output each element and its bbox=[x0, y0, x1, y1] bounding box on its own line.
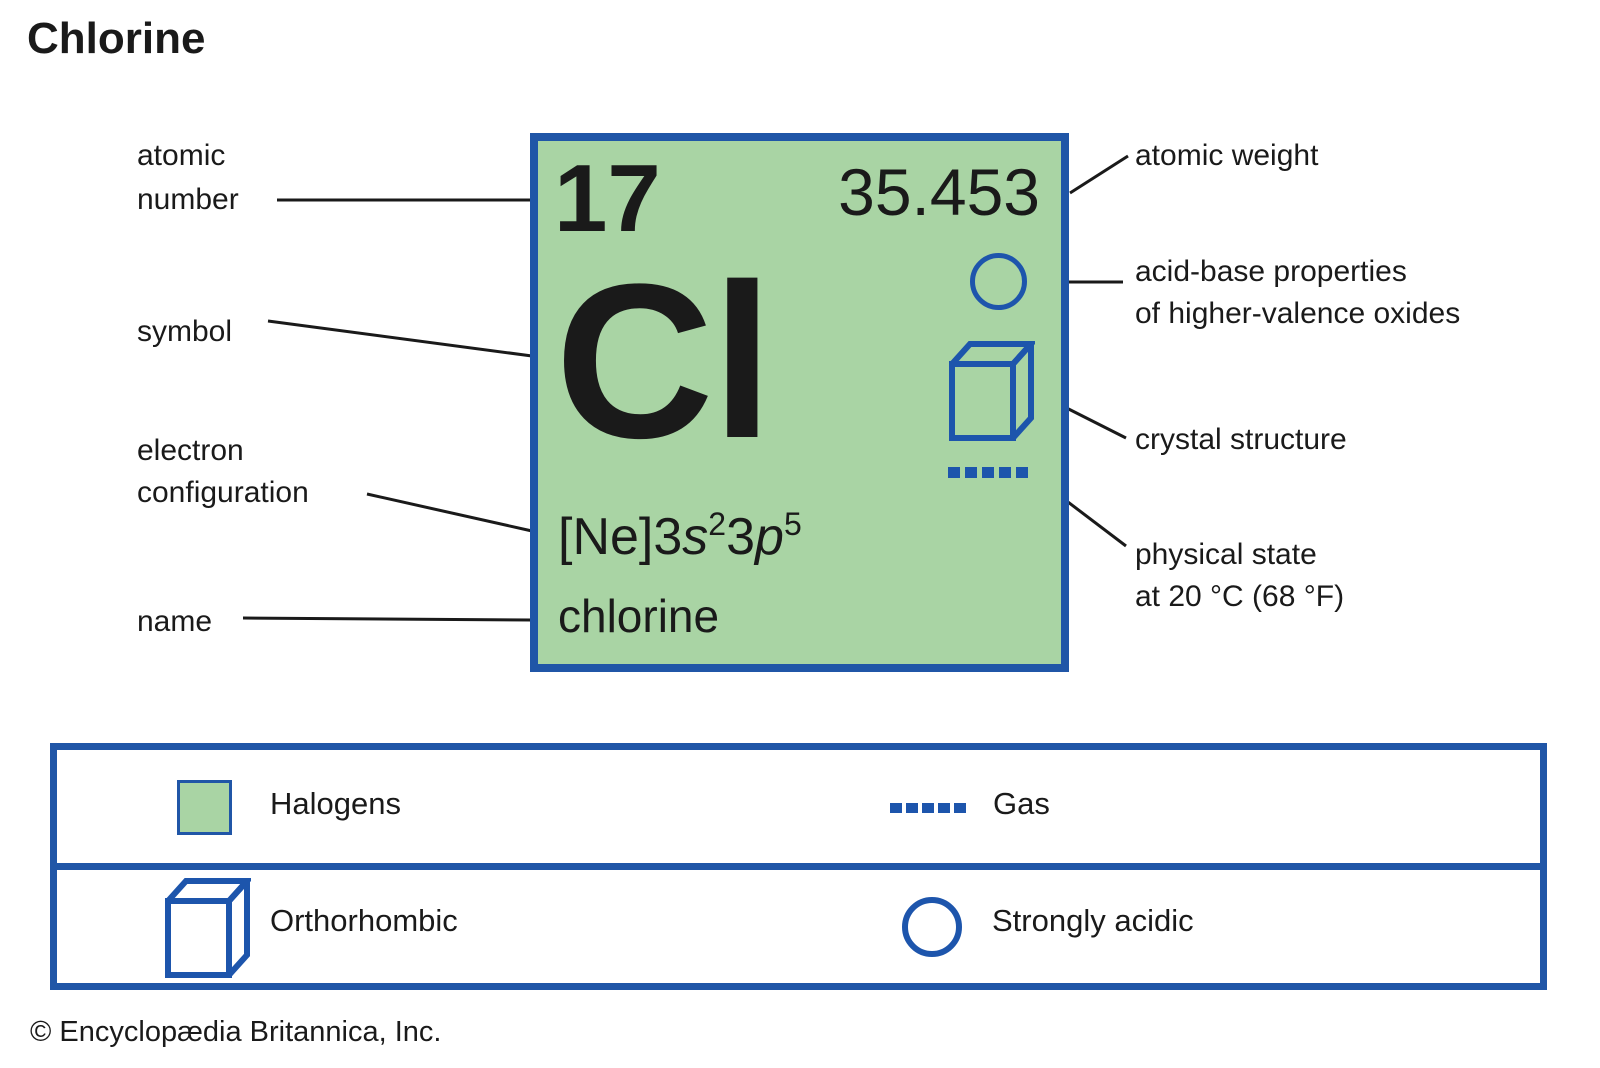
leader-line-symbol bbox=[267, 319, 533, 358]
legend-label-orthorhombic: Orthorhombic bbox=[270, 903, 458, 938]
callout-physical-state: physical state at 20 °C (68 °F) bbox=[1135, 538, 1345, 613]
leader-line-electron-configuration bbox=[366, 492, 533, 533]
leader-line-atomic-weight bbox=[1069, 154, 1129, 195]
copyright-text: © Encyclopædia Britannica, Inc. bbox=[30, 1016, 442, 1048]
atomic-weight-value: 35.453 bbox=[838, 155, 1040, 229]
legend-divider bbox=[56, 863, 1541, 870]
legend-label-strongly-acidic: Strongly acidic bbox=[992, 903, 1194, 938]
callout-atomic-weight: atomic weight bbox=[1135, 139, 1319, 172]
callout-name: name bbox=[137, 605, 213, 638]
orthorhombic-cube-icon bbox=[161, 873, 254, 983]
halogens-swatch-icon bbox=[177, 780, 232, 835]
page-title: Chlorine bbox=[27, 14, 206, 63]
acid-base-circle-icon bbox=[970, 253, 1027, 310]
callout-electron-configuration: electron configuration bbox=[137, 434, 309, 509]
legend-label-halogens: Halogens bbox=[270, 786, 401, 821]
electron-configuration-value: [Ne]3s23p5 bbox=[558, 506, 802, 566]
element-symbol: Cl bbox=[555, 238, 773, 484]
callout-atomic-number: atomic number bbox=[137, 139, 239, 216]
crystal-structure-cube-icon bbox=[945, 336, 1038, 446]
legend-box: Halogens Gas Orthorhombic Strongly acidi… bbox=[50, 743, 1547, 990]
callout-acid-base-properties: acid-base properties of higher-valence o… bbox=[1135, 255, 1461, 330]
gas-dashes-icon bbox=[890, 803, 966, 813]
element-name-value: chlorine bbox=[558, 590, 720, 642]
atomic-number-value: 17 bbox=[554, 145, 661, 252]
element-card: 17 35.453 Cl [Ne]3s23p5 chlorine bbox=[530, 133, 1069, 672]
physical-state-dashes-icon bbox=[948, 467, 1028, 478]
leader-line-name bbox=[242, 616, 533, 622]
callout-symbol: symbol bbox=[137, 315, 233, 348]
strongly-acidic-circle-icon bbox=[902, 897, 962, 957]
callout-crystal-structure: crystal structure bbox=[1135, 423, 1347, 456]
legend-label-gas: Gas bbox=[993, 786, 1050, 821]
